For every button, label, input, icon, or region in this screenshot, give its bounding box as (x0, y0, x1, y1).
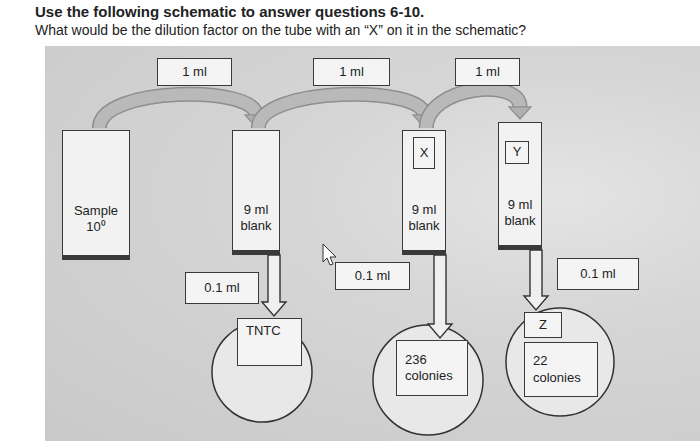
node-label: X (420, 145, 429, 161)
node-label: 22 colonies (533, 353, 589, 386)
volume-tag: 1 ml (455, 58, 520, 86)
plating-volume: 0.1 ml (185, 272, 259, 304)
volume-tag: 1 ml (157, 58, 232, 86)
dilution-tube: 9 ml blank Y (498, 122, 542, 250)
petri-plate (373, 325, 483, 435)
hollow-arrow (524, 250, 548, 310)
node-label: 0.1 ml (580, 266, 615, 282)
plating-volume: 0.1 ml (335, 262, 410, 290)
transfer-arrow (262, 255, 286, 316)
node-label: 1 ml (475, 64, 500, 80)
dilution-tube: 9 ml blank (232, 130, 280, 255)
arrow-band (99, 94, 256, 128)
node-label: 1 ml (339, 64, 364, 80)
colony-count: TNTC (237, 318, 302, 366)
node-label: Z (539, 317, 547, 333)
node-label: 9 ml blank (500, 197, 540, 230)
tube-marker: X (413, 137, 435, 169)
hollow-arrow (428, 255, 452, 338)
node-label: 0.1 ml (204, 280, 239, 296)
colony-count: 22 colonies (524, 342, 598, 397)
node-label: 1 ml (182, 64, 207, 80)
hollow-arrow (262, 255, 286, 316)
question-text: What would be the dilution factor on the… (35, 22, 526, 38)
node-label: 9 ml blank (236, 202, 276, 235)
plate-marker: Z (524, 312, 562, 338)
transfer-arrow (99, 94, 267, 128)
node-label: Sample 10⁰ (70, 203, 122, 236)
arrow-band (258, 94, 424, 128)
arrow-band (99, 94, 256, 128)
transfer-arrow (524, 250, 548, 310)
node-label: 9 ml blank (404, 202, 444, 235)
transfer-arrow (258, 94, 435, 128)
tube-marker: Y (505, 141, 529, 164)
arrow-head (509, 107, 531, 119)
dilution-tube: 9 ml blank X (402, 130, 446, 255)
petri-plate (506, 308, 614, 416)
colony-count: 236 colonies (396, 340, 468, 396)
node-label: 0.1 ml (355, 268, 390, 284)
node-label: TNTC (246, 323, 281, 339)
node-label: 236 colonies (405, 352, 461, 385)
arrow-band (258, 94, 424, 128)
transfer-arrow (428, 255, 452, 338)
node-label: Y (513, 144, 522, 160)
volume-tag: 1 ml (313, 58, 390, 86)
question-heading: Use the following schematic to answer qu… (35, 3, 424, 20)
sample-tube: Sample 10⁰ (62, 130, 130, 260)
plating-volume: 0.1 ml (557, 258, 639, 290)
